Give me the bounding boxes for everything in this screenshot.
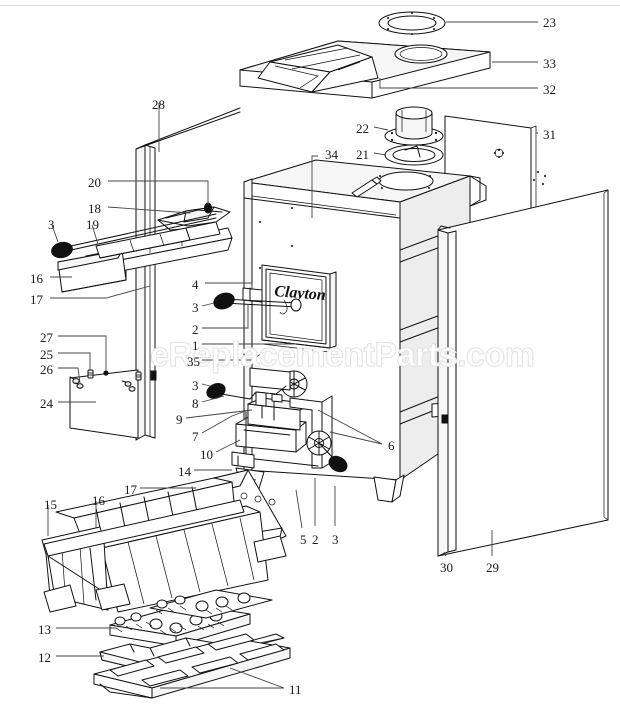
left-corner-post (135, 107, 241, 441)
callout-26[interactable]: 26 (40, 362, 53, 377)
top-divider-rule (0, 5, 620, 6)
callout-25[interactable]: 25 (40, 347, 53, 362)
callout-6[interactable]: 6 (388, 438, 395, 453)
callout-2-door-latch[interactable]: 2 (192, 322, 199, 337)
lower-grate-frame (93, 633, 291, 699)
firebox-liner-assembly (41, 469, 287, 613)
callout-16-upper[interactable]: 16 (30, 271, 43, 286)
callout-32[interactable]: 32 (543, 82, 556, 97)
callout-7[interactable]: 7 (192, 429, 199, 444)
callout-19[interactable]: 19 (86, 217, 99, 232)
callout-24[interactable]: 24 (40, 396, 53, 411)
callout-29[interactable]: 29 (486, 560, 499, 575)
callout-17-liner[interactable]: 17 (124, 482, 137, 497)
callout-21[interactable]: 21 (356, 147, 369, 162)
callout-14[interactable]: 14 (178, 464, 191, 479)
callout-5[interactable]: 5 (300, 532, 307, 547)
leader-lines (47, 21, 538, 689)
right-side-panel (437, 189, 609, 557)
top-cover-assembly (239, 11, 491, 99)
upper-liner-shelf (57, 221, 233, 293)
callout-4[interactable]: 4 (192, 277, 199, 292)
callout-17-upper[interactable]: 17 (30, 292, 43, 307)
callout-1[interactable]: 1 (192, 338, 199, 353)
flue-collar-assembly (384, 106, 444, 166)
callout-23[interactable]: 23 (543, 15, 556, 30)
callout-20[interactable]: 20 (88, 175, 101, 190)
svg-text:Clayton: Clayton (274, 283, 327, 304)
callout-3-door-handle[interactable]: 3 (192, 300, 199, 315)
left-access-panel (69, 369, 142, 439)
brand-logo: Clayton (274, 283, 327, 315)
shaker-grate-assembly (109, 589, 273, 647)
callout-9[interactable]: 9 (176, 412, 183, 427)
callout-28[interactable]: 28 (152, 97, 165, 112)
callout-13[interactable]: 13 (38, 622, 51, 637)
callout-3-shaker-handle[interactable]: 3 (192, 378, 199, 393)
callout-22[interactable]: 22 (356, 121, 369, 136)
ash-section (206, 367, 348, 493)
callout-35[interactable]: 35 (187, 354, 200, 369)
callout-8[interactable]: 8 (192, 396, 199, 411)
panel-clip-hardware (69, 369, 142, 392)
deflector-assembly (51, 202, 231, 259)
callout-31[interactable]: 31 (543, 127, 556, 142)
door-latch-assembly (213, 287, 302, 312)
callout-10[interactable]: 10 (200, 447, 213, 462)
callout-34[interactable]: 34 (325, 147, 338, 162)
callout-3-lower[interactable]: 3 (332, 532, 339, 547)
callout-3-draft-rod[interactable]: 3 (48, 217, 55, 232)
callout-2-lower[interactable]: 2 (312, 532, 319, 547)
callout-12[interactable]: 12 (38, 650, 51, 665)
callout-18[interactable]: 18 (88, 201, 101, 216)
callout-33[interactable]: 33 (543, 56, 556, 71)
callout-16-liner[interactable]: 16 (92, 493, 105, 508)
callout-15[interactable]: 15 (44, 497, 57, 512)
callout-11[interactable]: 11 (289, 682, 302, 697)
callout-30[interactable]: 30 (440, 560, 453, 575)
callout-27[interactable]: 27 (40, 330, 53, 345)
